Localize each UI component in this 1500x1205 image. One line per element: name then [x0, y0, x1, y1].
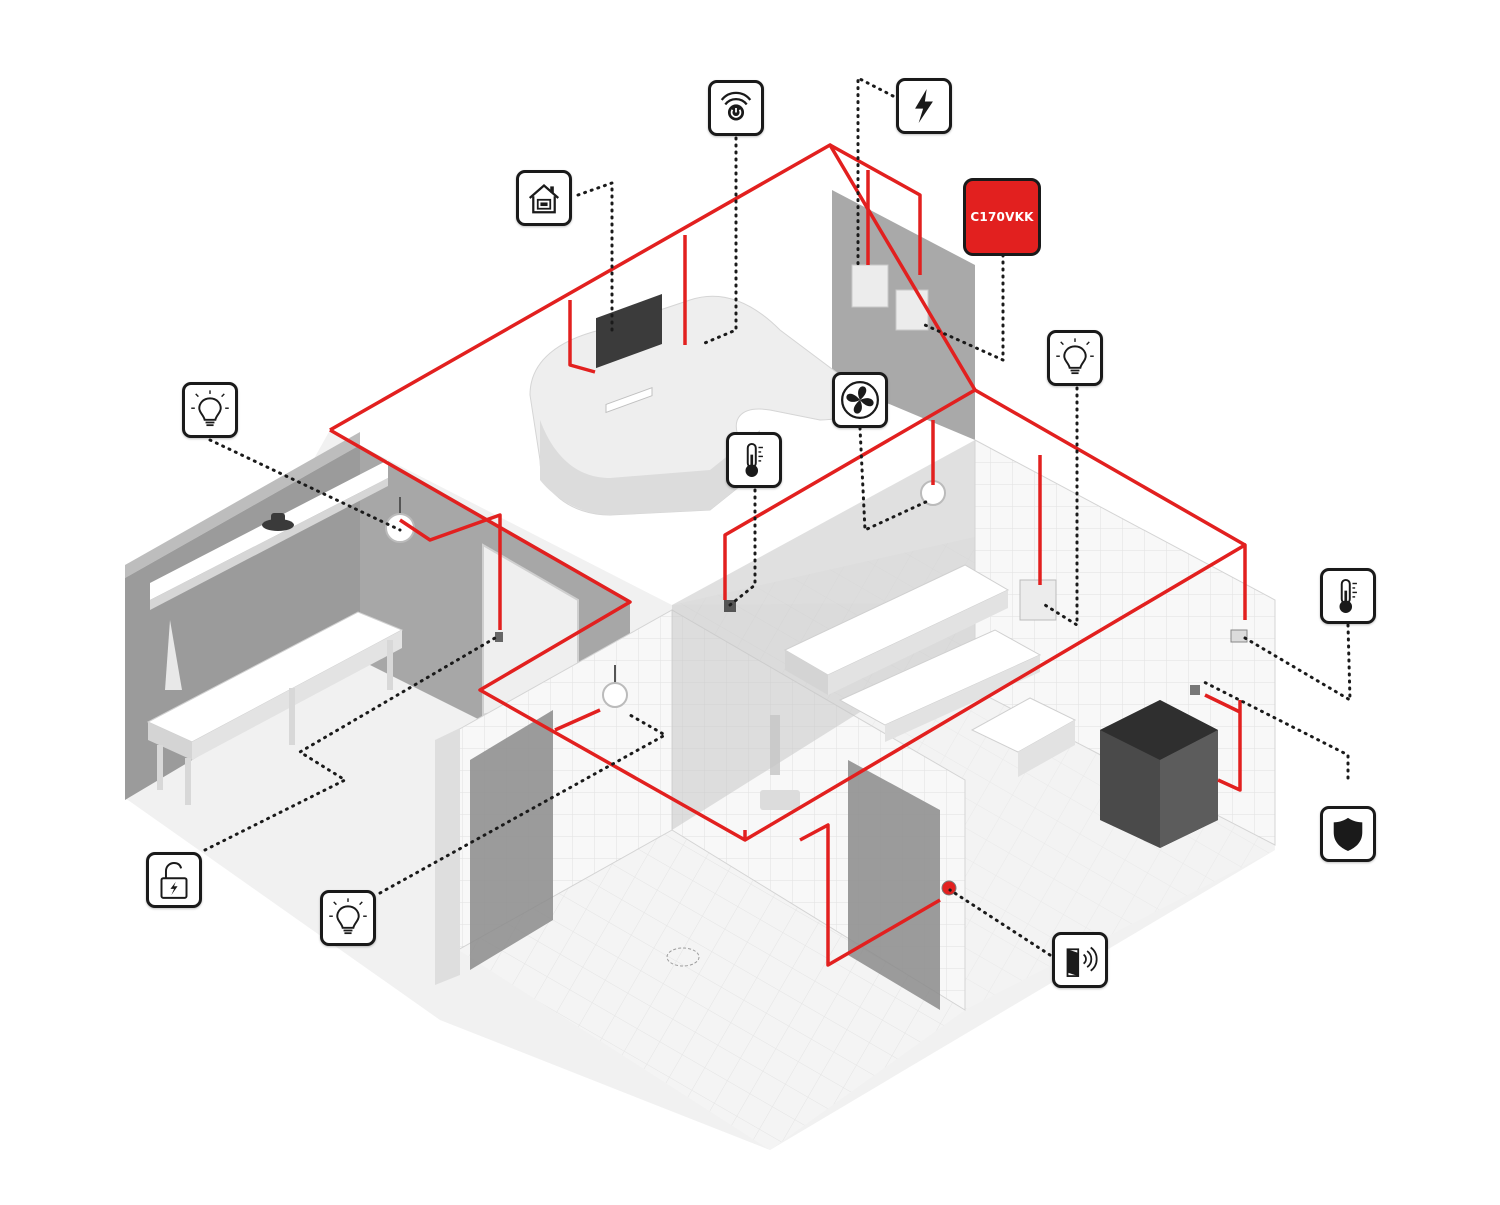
door-sensor-box	[1052, 932, 1108, 988]
door-sensor-device	[941, 880, 957, 896]
sauna-light-box	[182, 382, 238, 438]
safety-sensor-device	[1190, 685, 1200, 695]
shower-light-box	[320, 890, 376, 946]
shower-floor	[440, 830, 965, 1150]
remote-control-box	[708, 80, 764, 136]
shield-icon	[1333, 817, 1363, 851]
dressing-room-back-wall	[125, 432, 360, 578]
towel	[165, 620, 182, 690]
shower-door-right	[848, 760, 940, 1010]
ventilation-box	[832, 372, 888, 428]
building-automation-box	[516, 170, 572, 226]
lightning-icon	[915, 89, 933, 123]
shower-lamp	[602, 682, 628, 708]
door-lock-device	[495, 632, 503, 642]
lightbulb-icon	[1056, 338, 1094, 375]
power-supply-box	[896, 78, 952, 134]
sauna-vent-grille	[1019, 579, 1057, 621]
thermometer-icon	[1339, 578, 1357, 613]
safety-sensor-box	[1320, 806, 1376, 862]
lightbulb-icon	[191, 390, 229, 427]
smart-home-icon	[528, 184, 560, 214]
temperature-sensor-box	[726, 432, 782, 488]
leader-lines	[203, 75, 1352, 957]
sauna-temperature-sensor-box	[1320, 568, 1376, 624]
controller-label: C170VKK	[970, 210, 1034, 224]
controller-box: C170VKK	[963, 178, 1041, 256]
door-lock-box	[146, 852, 202, 908]
wireless-power-icon	[720, 91, 752, 121]
reception-monitor	[596, 294, 662, 369]
fan-icon	[841, 381, 879, 419]
shower-door-left	[470, 710, 553, 970]
electric-lock-icon	[160, 862, 188, 899]
lightbulb-icon	[329, 898, 367, 935]
coat-shelf	[150, 460, 388, 600]
thermometer-icon	[745, 442, 763, 477]
relax-room-light-box	[1047, 330, 1103, 386]
door-sensor-icon	[1066, 946, 1098, 977]
floor-drain	[666, 947, 700, 967]
sauna-thermostat	[1230, 629, 1248, 643]
